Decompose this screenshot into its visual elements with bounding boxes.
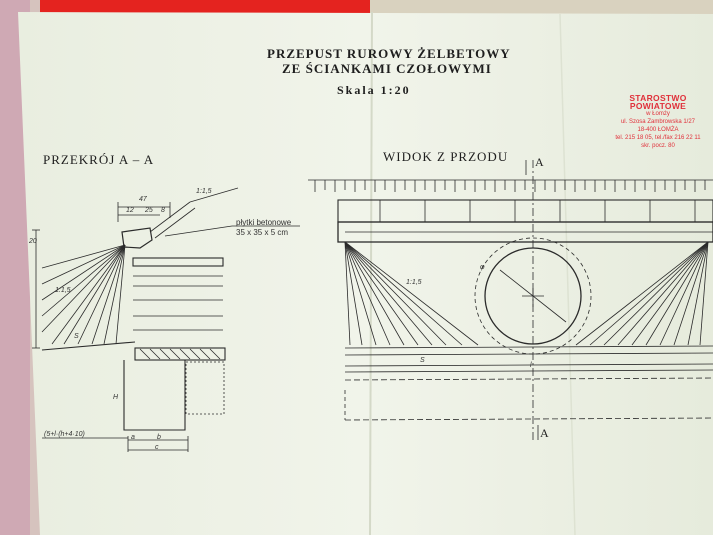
dim-20: 20 [29,238,37,245]
dim-formula: (5+l·(h+4·10) [44,431,85,438]
dim-a: a [131,434,135,441]
office-stamp: STAROSTWO POWIATOWE w Łomży ul. Szosa Za… [604,94,712,150]
dim-25: 25 [145,207,153,214]
stamp-line5: tel. 215 18 05, tel./fax 216 22 11 [615,135,701,141]
tiles-label-line1: płytki betonowe [236,218,292,227]
dim-slope-left: 1:1,5 [55,287,71,294]
section-marker-bottom: A [540,426,550,440]
dim-phi: φ [480,264,485,271]
dim-8: 8 [161,207,165,214]
stamp-line1: STAROSTWO POWIATOWE [629,93,687,111]
dim-slope-front: 1:1,5 [406,279,422,286]
drawing-title-line1: PRZEPUST RUROWY ŻELBETOWY [267,46,511,61]
front-view-heading: WIDOK Z PRZODU [383,149,509,164]
tiles-label-line2: 35 x 35 x 5 cm [236,228,289,237]
front-view-drawing [308,160,713,440]
dim-slope-top: 1:1,5 [196,188,212,195]
stamp-line6: skr. pocz. 80 [641,143,675,149]
section-aa-drawing [32,187,300,452]
drawing-title-line2: ZE ŚCIANKAMI CZOŁOWYMI [282,61,492,76]
dim-c: c [155,444,159,451]
paper-fold-line-right [559,13,576,535]
paper-sheet [18,12,713,535]
dim-47: 47 [139,196,147,203]
dim-s-bottom: S [420,357,425,364]
drawing-scale: Skala 1:20 [337,83,411,97]
paper-fold-line [369,11,373,535]
stamp-line4: 18-400 ŁOMŻA [637,127,679,133]
top-paper-edge [370,0,713,14]
stamp-line2: w Łomży [646,111,670,117]
section-marker-top: A [535,155,545,169]
dim-l: l [530,362,532,369]
section-aa-heading: PRZEKRÓJ A – A [43,152,155,167]
stamp-line3: ul. Szosa Zambrowska 1/27 [620,119,696,125]
red-binder-strip [40,0,370,14]
dim-12: 12 [126,207,134,214]
dim-s-left: S [74,333,79,340]
dim-h: H [113,394,119,401]
dim-b: b [157,434,161,441]
